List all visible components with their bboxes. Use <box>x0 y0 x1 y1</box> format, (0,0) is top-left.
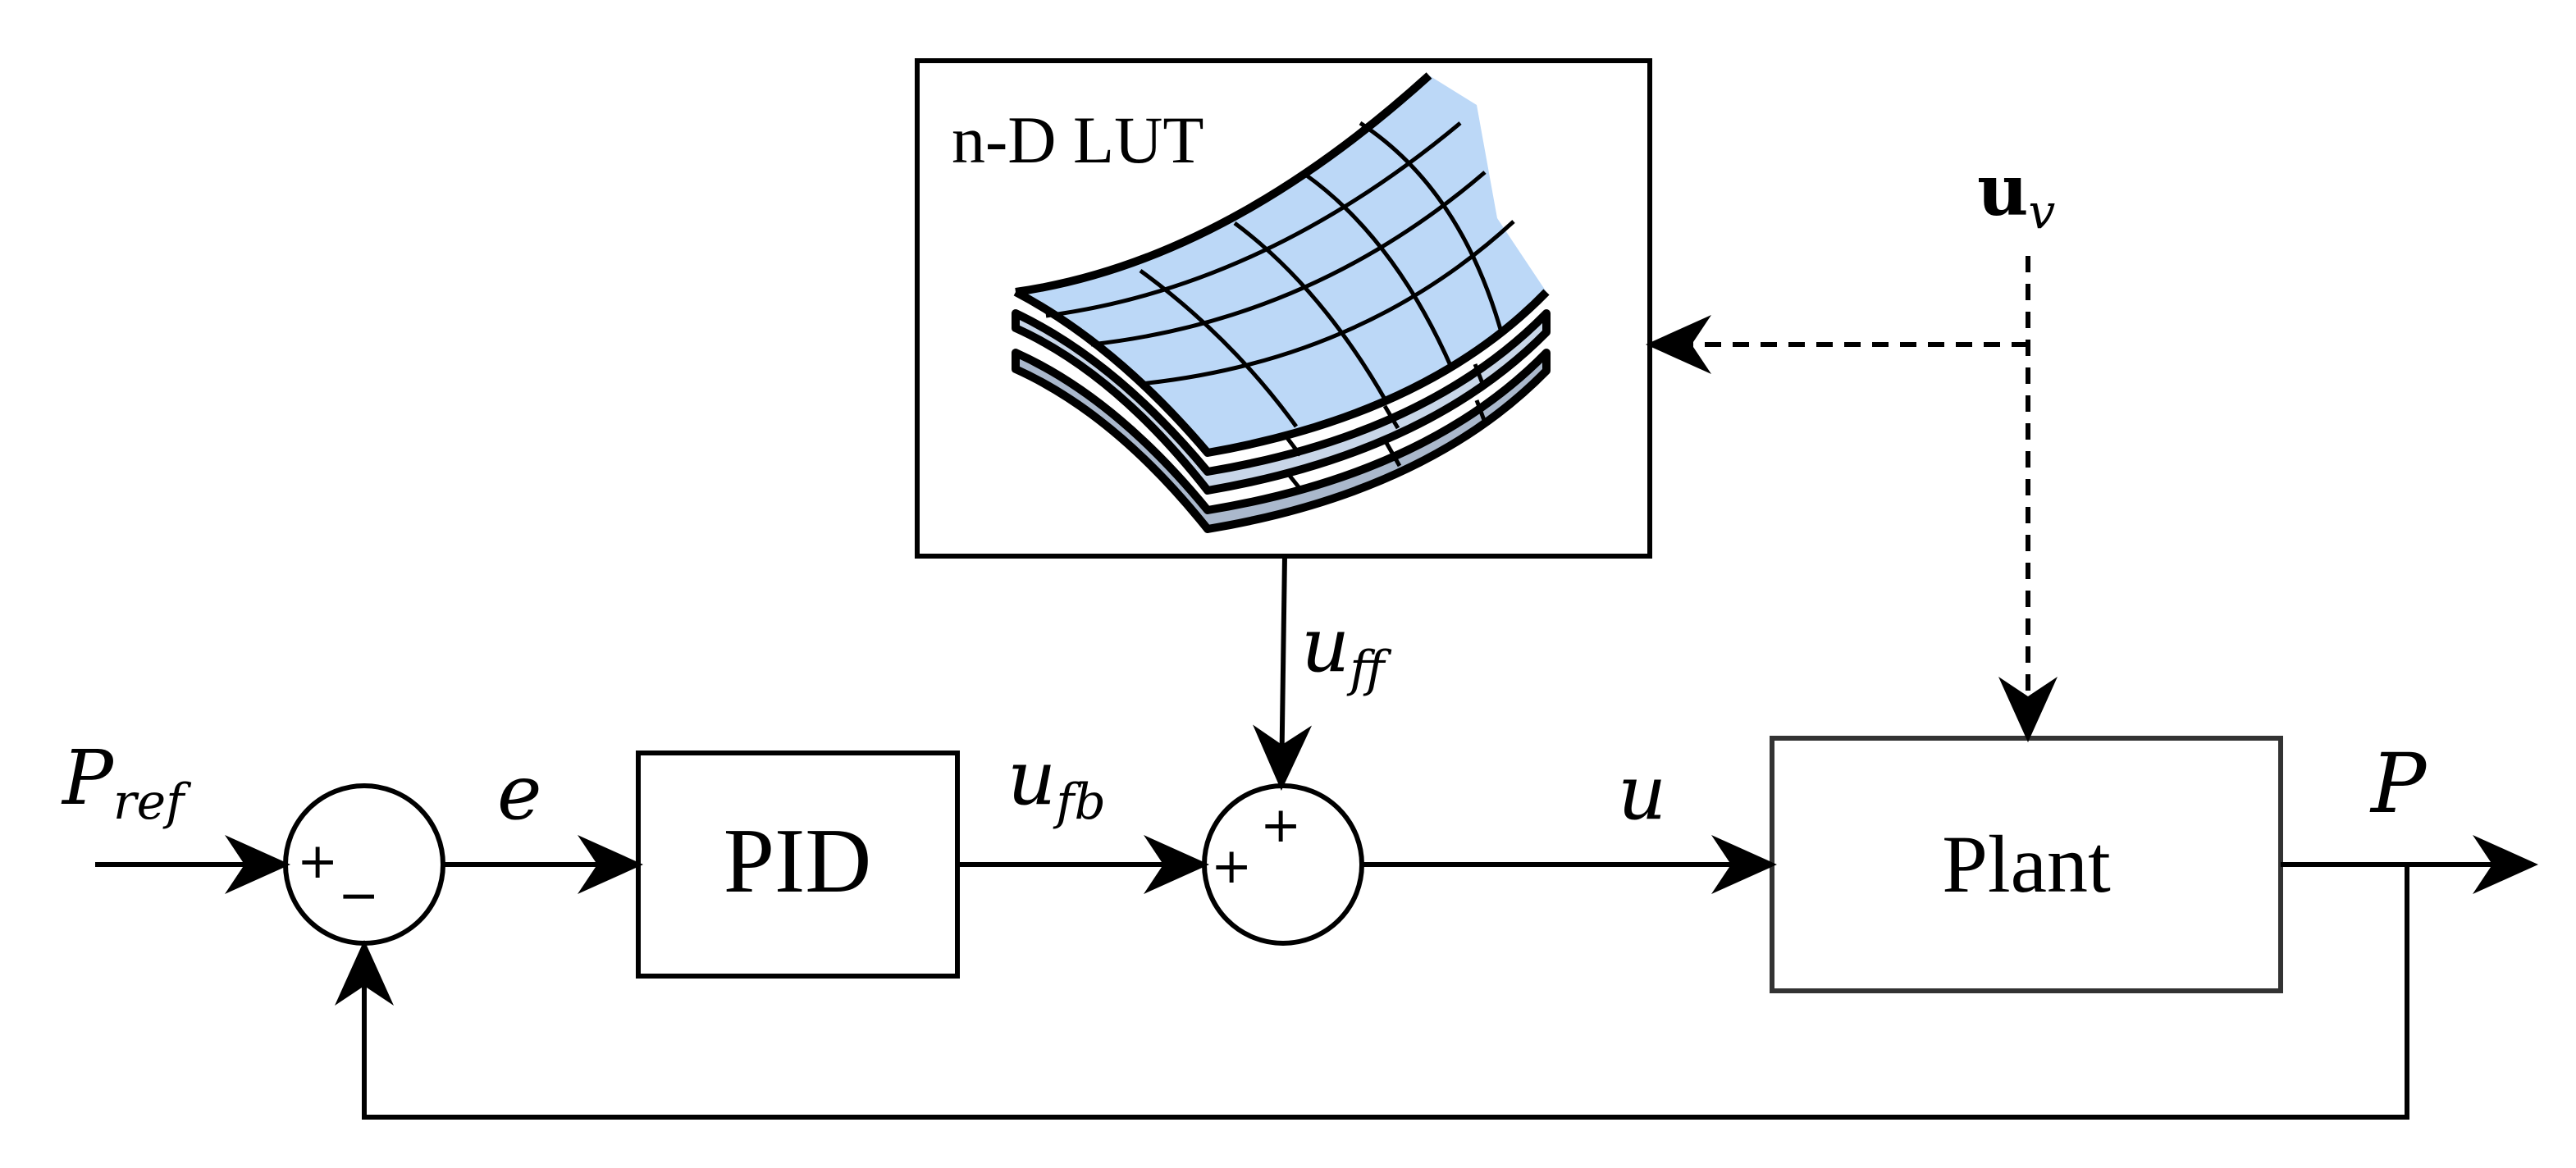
pid-label: PID <box>724 810 871 912</box>
feedback-path <box>335 865 2409 1120</box>
lut-surface-graphic <box>1012 72 1551 533</box>
error-sum-minus-sign: − <box>338 867 379 924</box>
plant-block <box>1770 736 2283 993</box>
lut-label: n-D LUT <box>952 103 1204 177</box>
control-sum-top-plus-sign: + <box>1260 796 1301 854</box>
p-output-label: P <box>2369 736 2428 832</box>
error-sum-plus-sign: + <box>297 833 338 890</box>
plant-label: Plant <box>1942 819 2111 910</box>
control-sum-left-plus-sign: + <box>1211 837 1252 895</box>
uv-label: uv <box>1977 149 2056 240</box>
error-label: e <box>497 749 541 837</box>
u-label: u <box>1618 749 1666 837</box>
ufb-label: ufb <box>1007 734 1106 831</box>
uff-arrow <box>1253 555 1313 791</box>
pref-label: Pref <box>61 734 192 831</box>
uff-label: uff <box>1301 601 1392 698</box>
pid-block <box>636 751 960 979</box>
